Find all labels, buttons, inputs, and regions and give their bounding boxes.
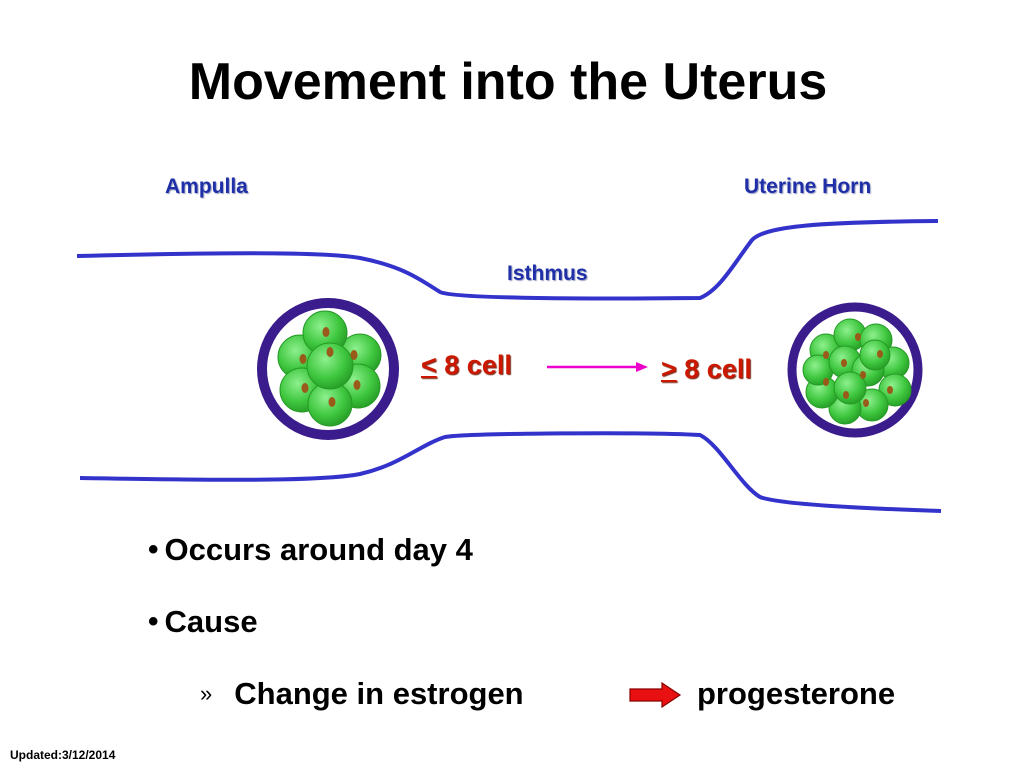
left-cell-text: 8 cell: [436, 350, 512, 380]
bullet-item-2: • Cause: [148, 604, 258, 640]
nuclei-right: [823, 333, 893, 407]
oviduct-upper-wall: [76, 219, 939, 301]
sub-item-from: Change in estrogen: [234, 676, 524, 711]
greater-than-symbol: >: [661, 354, 677, 384]
label-greater-than-8-cell: > 8 cell: [661, 354, 752, 385]
bullet-text: Occurs around day 4: [164, 532, 473, 567]
sub-bullet-glyph: »: [200, 681, 213, 706]
footer-updated-date: Updated:3/12/2014: [10, 748, 116, 762]
label-less-than-8-cell: < 8 cell: [421, 350, 512, 381]
right-cell-text: 8 cell: [676, 354, 752, 384]
less-than-symbol: <: [421, 350, 437, 380]
nuclei-left: [299, 327, 361, 407]
embryo-right: [787, 302, 923, 438]
label-uterine-horn: Uterine Horn: [744, 175, 872, 198]
transition-arrow-icon: [547, 362, 648, 372]
label-isthmus: Isthmus: [507, 262, 588, 285]
slide-title: Movement into the Uterus: [188, 53, 828, 111]
bullet-text: Cause: [164, 604, 258, 639]
blastomeres-right: [802, 318, 912, 425]
red-block-arrow-icon: [629, 682, 682, 708]
sub-item-to: progesterone: [697, 676, 896, 711]
label-ampulla: Ampulla: [165, 175, 248, 198]
sub-item-cause: » Change in estrogen: [200, 676, 524, 712]
bullet-glyph: •: [148, 605, 159, 638]
bullet-item-1: • Occurs around day 4: [148, 532, 473, 568]
oviduct-lower-wall: [79, 431, 942, 513]
embryo-left: [257, 298, 399, 440]
bullet-glyph: •: [148, 533, 159, 566]
